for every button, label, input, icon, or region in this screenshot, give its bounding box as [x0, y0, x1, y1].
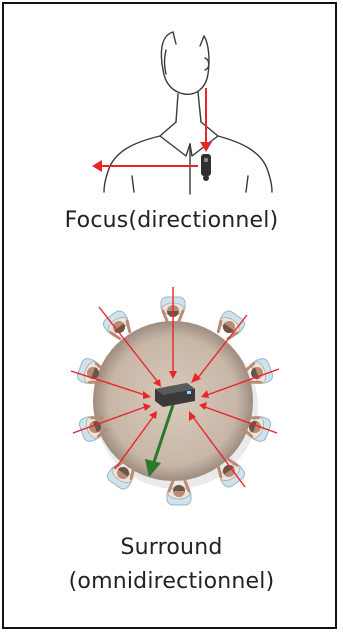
diagram-frame: Focus(directionnel) — [2, 2, 337, 629]
conference-device-icon — [155, 383, 195, 407]
person-with-clip-mic-icon — [92, 31, 273, 195]
round-table-meeting-icon — [70, 287, 279, 507]
focus-caption: Focus(directionnel) — [64, 208, 279, 233]
surround-caption: Surround (omnidirectionnel) — [68, 535, 275, 594]
